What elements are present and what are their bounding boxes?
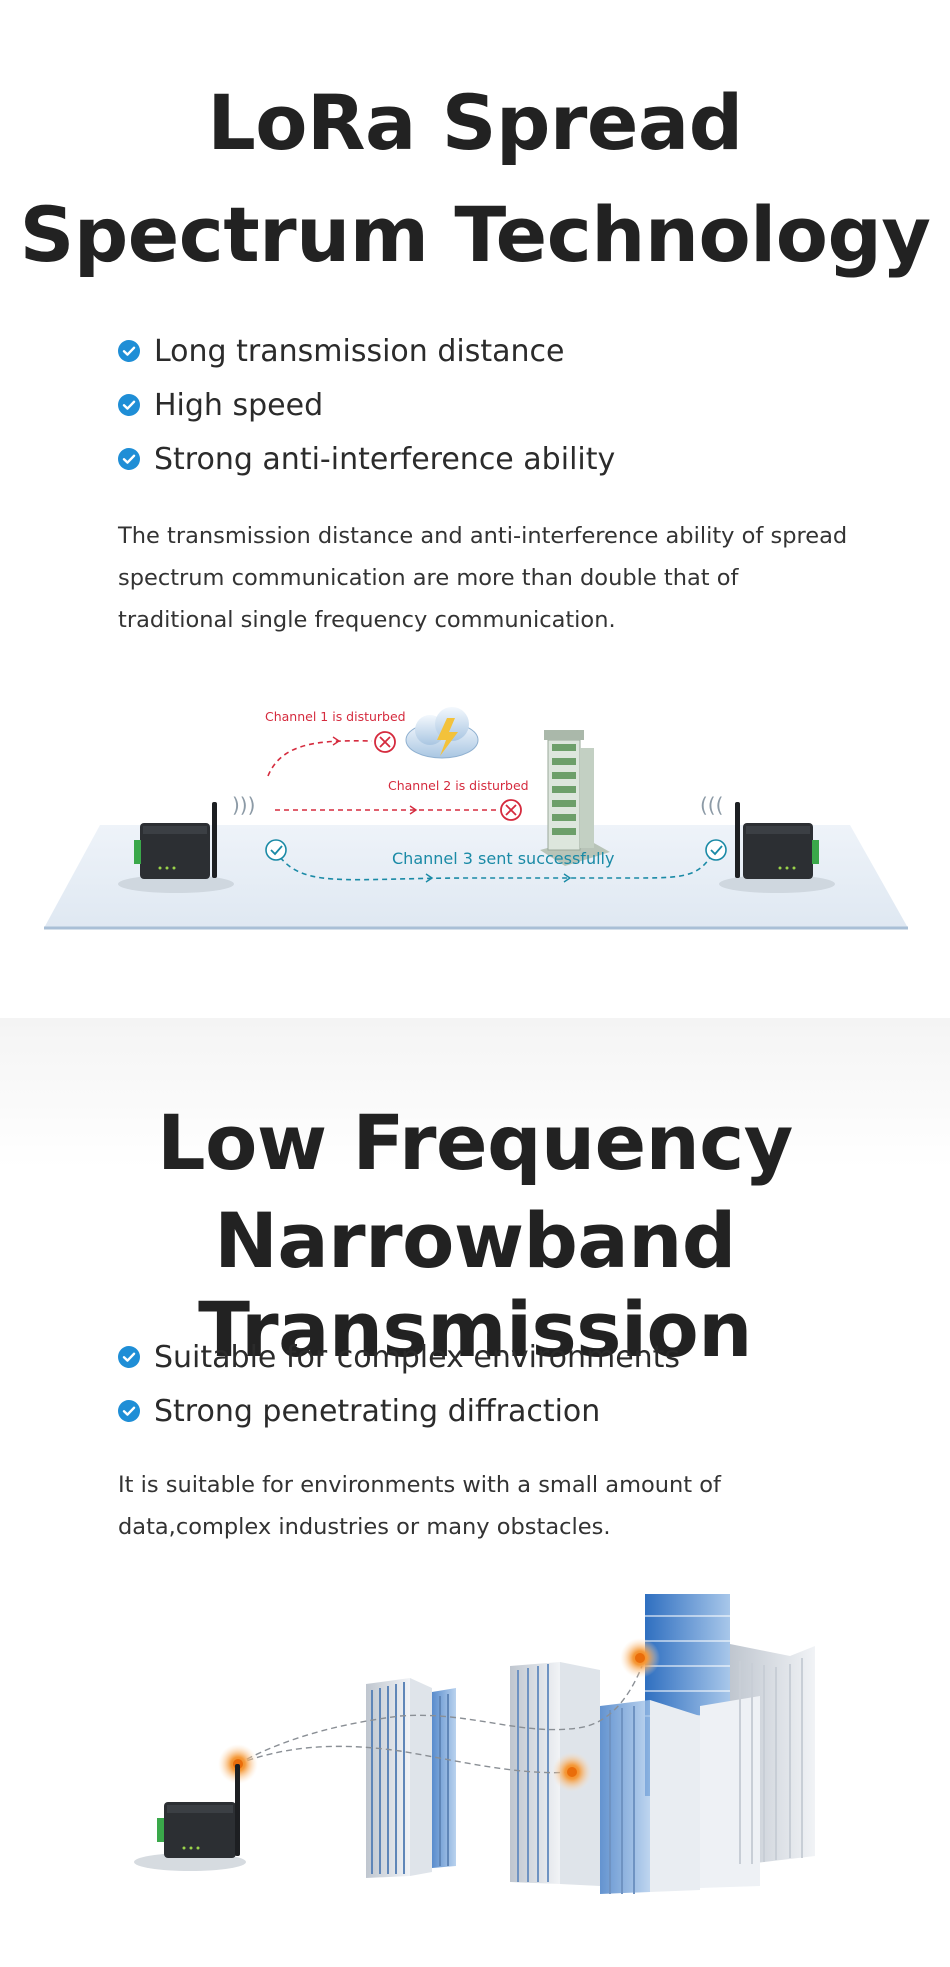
section2-feature-list: Suitable for complex environments Strong… (118, 1330, 680, 1438)
lora-device-right-icon (719, 802, 835, 893)
ground-platform (44, 825, 908, 928)
spread-spectrum-diagram: ))) ((( Channel 1 is disturbed (44, 707, 908, 930)
feature-item: Strong penetrating diffraction (118, 1384, 680, 1438)
section-low-frequency-narrowband: Low Frequency Narrowband Transmission Su… (0, 1018, 950, 1967)
channel2-label: Channel 2 is disturbed (388, 778, 529, 793)
lora-device-left-icon (118, 802, 234, 893)
section2-title-line1: Low Frequency (157, 1098, 793, 1187)
channel1-label: Channel 1 is disturbed (265, 709, 406, 724)
check-circle-icon (118, 394, 140, 416)
building-icon (540, 730, 610, 866)
feature-label: Strong penetrating diffraction (154, 1393, 601, 1429)
channel3-path (274, 849, 716, 881)
section2-title-line2: Narrowband Transmission (198, 1196, 752, 1374)
channel1-path (267, 740, 373, 777)
section1-title-line2: Spectrum Technology (19, 190, 931, 279)
feature-item: High speed (118, 378, 615, 432)
feature-label: Suitable for complex environments (154, 1339, 681, 1375)
check-circle-icon (118, 1346, 140, 1368)
section1-description: The transmission distance and anti-inter… (118, 523, 848, 633)
error-x-icon (500, 799, 522, 821)
storm-cloud-icon (405, 707, 479, 759)
feature-item: Long transmission distance (118, 324, 615, 378)
building-cluster-right-icon (510, 1594, 815, 1894)
section1-title-line1: LoRa Spread (207, 78, 743, 167)
feature-item: Strong anti-interference ability (118, 432, 615, 486)
section2-description: It is suitable for environments with a s… (118, 1472, 721, 1540)
feature-label: Strong anti-interference ability (154, 441, 616, 477)
feature-label: High speed (154, 387, 324, 423)
section1-feature-list: Long transmission distance High speed St… (118, 324, 615, 486)
feature-label: Long transmission distance (154, 333, 565, 369)
channel3-label: Channel 3 sent successfully (392, 849, 614, 868)
svg-text:(((: ((( (700, 793, 723, 817)
lora-device-icon (134, 1764, 246, 1871)
feature-item: Suitable for complex environments (118, 1330, 680, 1384)
check-circle-icon (118, 1400, 140, 1422)
signal-path (237, 1745, 573, 1774)
signal-path (237, 1665, 643, 1765)
success-check-icon (265, 839, 287, 861)
check-circle-icon (118, 340, 140, 362)
success-check-icon (705, 839, 727, 861)
error-x-icon (374, 731, 396, 753)
building-cluster-left-icon (366, 1678, 456, 1878)
section-lora-spread-spectrum: LoRa Spread Spectrum Technology Long tra… (19, 78, 931, 930)
city-penetration-diagram (134, 1594, 815, 1894)
svg-text:))): ))) (232, 793, 255, 817)
check-circle-icon (118, 448, 140, 470)
